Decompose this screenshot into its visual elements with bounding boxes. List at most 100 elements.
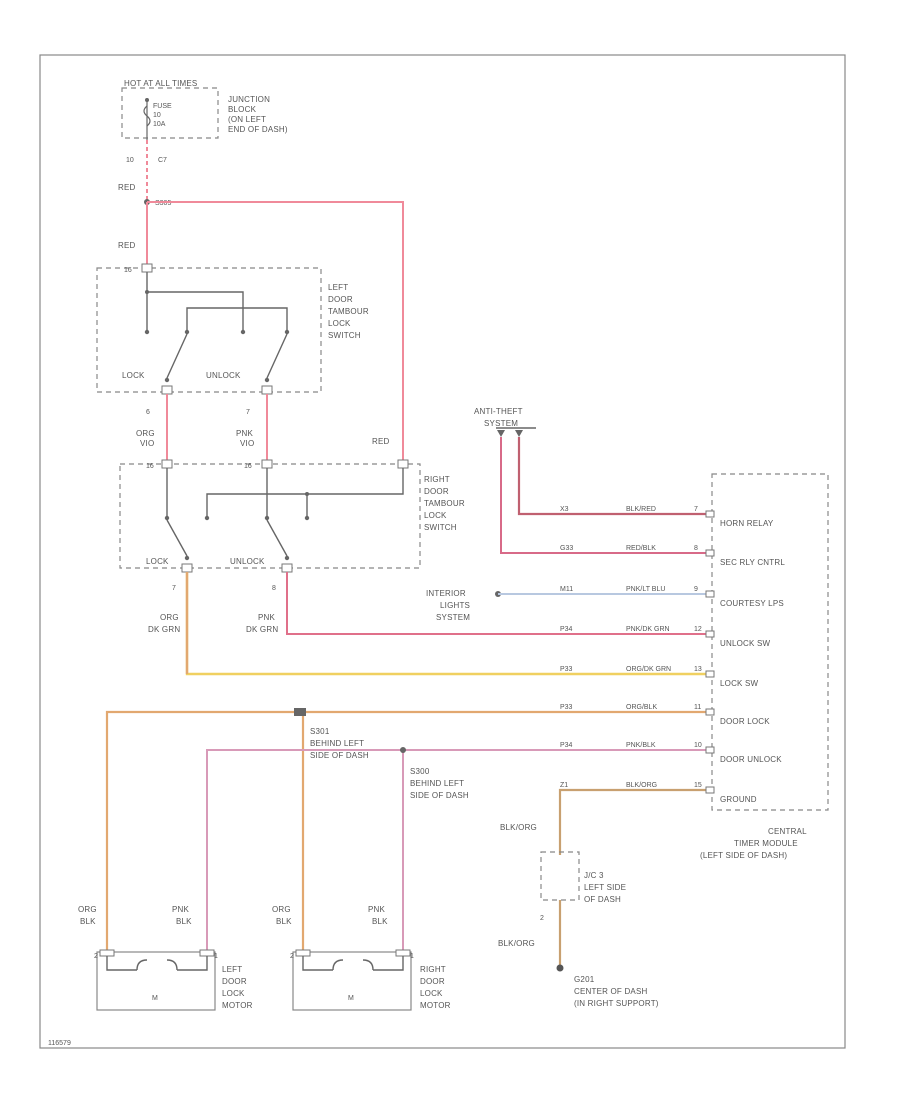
right-switch-lock-label: LOCK <box>146 557 169 566</box>
wire-label-red-2: RED <box>118 241 136 250</box>
module-pin-connector <box>705 510 715 518</box>
module-row-circuit: P34 <box>560 742 573 749</box>
left-switch-desc-2: DOOR <box>328 295 353 304</box>
left-motor-desc-1: LEFT <box>222 965 242 974</box>
wire-label-red-3: RED <box>372 437 390 446</box>
diagram-frame <box>39 54 846 1049</box>
fuse-hot-label: HOT AT ALL TIMES <box>124 79 197 88</box>
wire-horn-relay <box>517 437 708 516</box>
fuse-rating: 10A <box>153 121 166 128</box>
jc3-label: J/C 3 <box>584 871 604 880</box>
wire-lock-color-1: ORG <box>136 429 155 438</box>
jc3-pin: 2 <box>540 915 544 922</box>
interior-lights-label-2: LIGHTS <box>440 601 470 610</box>
left-switch-pin-unlock: 7 <box>246 409 250 416</box>
right-switch-pin-unlock-in: 16 <box>244 463 252 470</box>
right-motor-pin-a: 2 <box>290 953 294 960</box>
module-row-circuit: G33 <box>560 545 573 552</box>
right-switch-desc-3: TAMBOUR <box>424 499 465 508</box>
splice-s305-label: S305 <box>155 200 171 207</box>
right-switch-desc-4: LOCK <box>424 511 447 520</box>
module-pin-connector <box>705 670 715 678</box>
splice-s300 <box>400 747 406 753</box>
right-motor-symbol: M <box>348 995 354 1002</box>
module-row-wire: BLK/ORG <box>626 782 657 789</box>
s301-desc-2: SIDE OF DASH <box>310 751 369 760</box>
module-desc-2: TIMER MODULE <box>734 839 798 848</box>
right-switch-unlock-blade <box>266 519 288 557</box>
wire-lock-out-2: DK GRN <box>148 625 180 634</box>
module-row-pin: 8 <box>694 545 698 552</box>
wire-label-red-1: RED <box>118 183 136 192</box>
left-switch-desc-1: LEFT <box>328 283 348 292</box>
left-motor-symbol: M <box>152 995 158 1002</box>
jc3-connector <box>540 851 580 901</box>
module-row-pin: 11 <box>694 704 701 711</box>
left-motor-pin-a: 2 <box>94 953 98 960</box>
module-row-function: DOOR LOCK <box>720 717 770 726</box>
left-switch-desc-3: TAMBOUR <box>328 307 369 316</box>
left-motor-wire-pnk-1: PNK <box>172 905 190 914</box>
right-switch-desc-2: DOOR <box>424 487 449 496</box>
module-row-pin: 15 <box>694 782 702 789</box>
ground-point-icon <box>556 964 564 972</box>
module-row-function: LOCK SW <box>720 679 759 688</box>
fuse-label: FUSE <box>153 103 172 110</box>
right-switch-desc-1: RIGHT <box>424 475 450 484</box>
left-motor-desc-3: LOCK <box>222 989 245 998</box>
wire-lock-color-2: VIO <box>140 439 154 448</box>
module-row-circuit: X3 <box>560 506 569 513</box>
s300-desc-1: BEHIND LEFT <box>410 779 464 788</box>
right-switch-unlock-label: UNLOCK <box>230 557 265 566</box>
fuse-desc-2: BLOCK <box>228 105 257 114</box>
module-row-circuit: M11 <box>560 586 573 593</box>
right-motor-desc-3: LOCK <box>420 989 443 998</box>
jc3-desc-1: LEFT SIDE <box>584 883 626 892</box>
left-motor-desc-2: DOOR <box>222 977 247 986</box>
module-pin-connector <box>705 549 715 557</box>
figure-code: 116579 <box>48 1040 71 1047</box>
module-desc-3: (LEFT SIDE OF DASH) <box>700 851 787 860</box>
left-switch-lock-label: LOCK <box>122 371 145 380</box>
right-motor-wire-pnk-2: BLK <box>372 917 388 926</box>
fuse-desc-4: END OF DASH) <box>228 125 288 134</box>
right-switch-pin-lock-in: 16 <box>146 463 154 470</box>
module-pin-connector <box>705 708 715 716</box>
fuse-desc-1: JUNCTION <box>228 95 270 104</box>
left-switch-pin-top: 16 <box>124 267 132 274</box>
left-switch-desc-5: SWITCH <box>328 331 361 340</box>
left-switch-desc-4: LOCK <box>328 319 351 328</box>
left-motor-icon <box>136 959 178 971</box>
right-motor-desc-4: MOTOR <box>420 1001 451 1010</box>
module-row-pin: 13 <box>694 666 702 673</box>
right-switch-desc-5: SWITCH <box>424 523 457 532</box>
right-motor-pin-b: 1 <box>410 953 414 960</box>
module-row-pin: 7 <box>694 506 698 513</box>
wire-unlock-out-2: DK GRN <box>246 625 278 634</box>
module-row-wire: BLK/RED <box>626 506 656 513</box>
wire-sec-rly <box>500 437 708 554</box>
module-row-wire: PNK/BLK <box>626 742 656 749</box>
anti-theft-label-2: SYSTEM <box>484 419 518 428</box>
right-door-lock-motor: ORG BLK PNK BLK 2 1 M RIGHT DOOR LOCK MO… <box>272 905 451 1011</box>
s300-desc-2: SIDE OF DASH <box>410 791 469 800</box>
ground-wire-top: BLK/ORG <box>500 823 537 832</box>
right-switch-lock-blade <box>166 519 188 557</box>
module-row-circuit: P33 <box>560 704 573 711</box>
right-motor-desc-1: RIGHT <box>420 965 446 974</box>
module-row-pin: 12 <box>694 626 702 633</box>
wire-lock-out-1: ORG <box>160 613 179 622</box>
module-row-function: GROUND <box>720 795 757 804</box>
anti-theft-label-1: ANTI-THEFT <box>474 407 523 416</box>
module-pin-connector <box>705 786 715 794</box>
fuse-block: HOT AT ALL TIMES FUSE 10 10A JUNCTION BL… <box>121 79 288 164</box>
g201-desc-1: CENTER OF DASH <box>574 987 647 996</box>
left-switch-unlock-label: UNLOCK <box>206 371 241 380</box>
wire-unlock-sw <box>286 572 708 635</box>
right-motor-wire-pnk-1: PNK <box>368 905 386 914</box>
module-row-function: DOOR UNLOCK <box>720 755 782 764</box>
right-motor-wire-org-2: BLK <box>276 917 292 926</box>
fuse-icon <box>143 105 151 127</box>
module-row-function: COURTESY LPS <box>720 599 784 608</box>
